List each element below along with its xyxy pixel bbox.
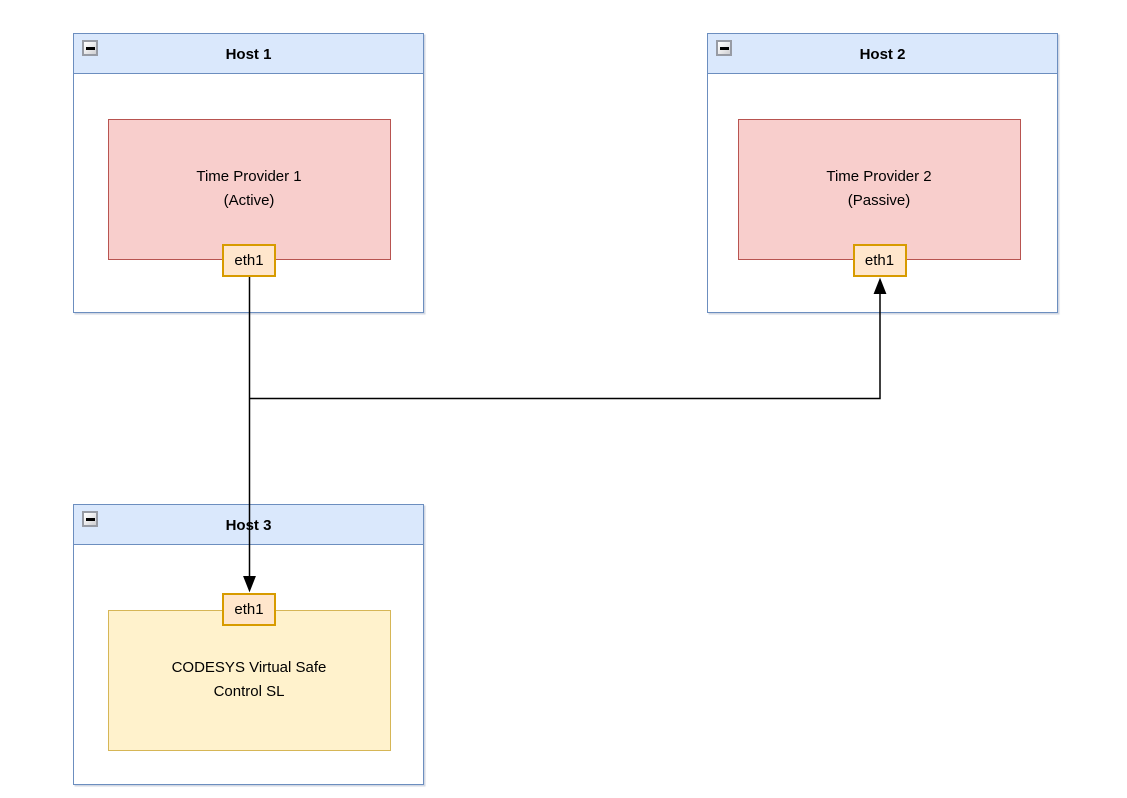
collapse-button[interactable] bbox=[716, 40, 732, 56]
host1-titlebar: Host 1 bbox=[74, 34, 423, 74]
node-label-line: Time Provider 2 bbox=[826, 168, 932, 185]
host3-container: Host 3 CODESYS Virtual Safe Control SL e… bbox=[73, 504, 424, 785]
node-label-line: Time Provider 1 bbox=[196, 168, 302, 185]
eth1-port: eth1 bbox=[222, 243, 276, 277]
eth1-port: eth1 bbox=[852, 243, 907, 277]
node-label-line: Control SL bbox=[213, 683, 285, 700]
node-label-line: (Active) bbox=[223, 192, 275, 209]
host3-titlebar: Host 3 bbox=[74, 505, 423, 545]
host3-body: CODESYS Virtual Safe Control SL eth1 bbox=[74, 545, 423, 784]
host2-titlebar: Host 2 bbox=[708, 34, 1057, 74]
host2-container: Host 2 Time Provider 2 (Passive) eth1 bbox=[707, 33, 1058, 313]
host-title: Host 2 bbox=[859, 46, 906, 63]
codesys-virtual-safe-control-node: CODESYS Virtual Safe Control SL bbox=[107, 609, 391, 751]
minus-icon bbox=[85, 517, 95, 521]
host-title: Host 3 bbox=[225, 517, 272, 534]
node-label-line: CODESYS Virtual Safe bbox=[171, 659, 327, 676]
collapse-button[interactable] bbox=[82, 40, 98, 56]
collapse-button[interactable] bbox=[82, 511, 98, 527]
minus-icon bbox=[85, 46, 95, 50]
time-provider-2-node: Time Provider 2 (Passive) bbox=[737, 118, 1021, 260]
node-label-line: (Passive) bbox=[847, 192, 911, 209]
host1-body: Time Provider 1 (Active) eth1 bbox=[74, 74, 423, 312]
eth1-port: eth1 bbox=[222, 592, 276, 626]
minus-icon bbox=[719, 46, 729, 50]
time-provider-1-node: Time Provider 1 (Active) bbox=[107, 118, 391, 260]
host-title: Host 1 bbox=[225, 46, 272, 63]
host1-container: Host 1 Time Provider 1 (Active) eth1 bbox=[73, 33, 424, 313]
host2-body: Time Provider 2 (Passive) eth1 bbox=[708, 74, 1057, 312]
